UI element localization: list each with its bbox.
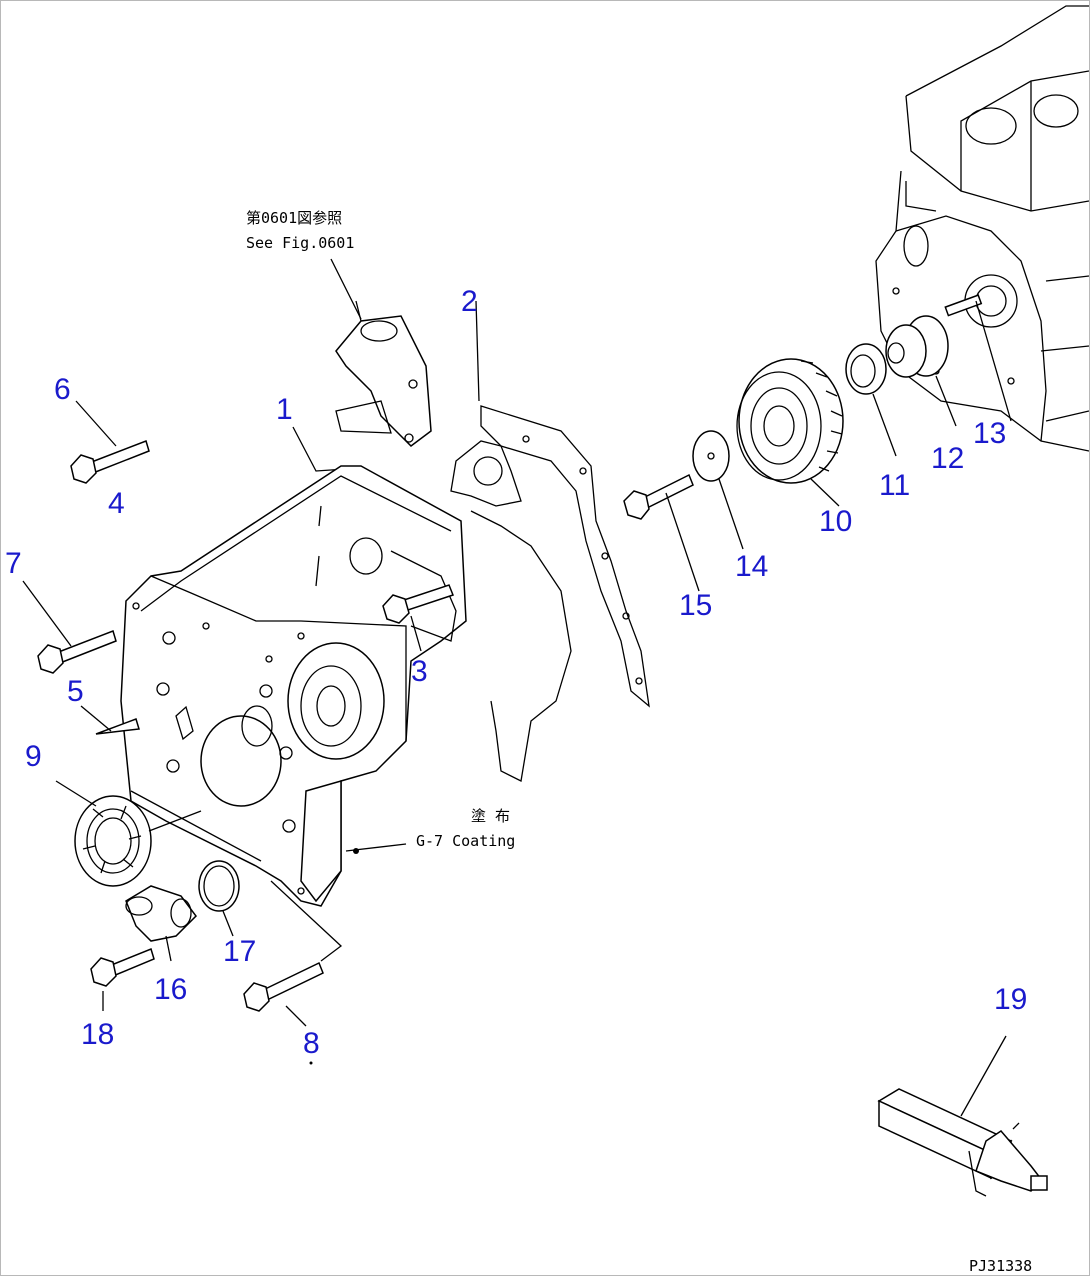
reference-note-jp: 第0601図参照 (246, 209, 342, 227)
part-14-thrust-washer (692, 430, 744, 550)
callout-3[interactable]: 3 (411, 655, 428, 688)
drawing-id: PJ31338 (969, 1257, 1032, 1275)
callout-11[interactable]: 11 (879, 469, 910, 502)
callout-1[interactable]: 1 (276, 393, 293, 426)
callout-18[interactable]: 18 (81, 1018, 114, 1051)
part-10-idler-gear (736, 358, 844, 507)
part-1-bracket (292, 300, 432, 472)
part-8-bolt (243, 880, 343, 1065)
part-5-dowel-pin (80, 705, 140, 735)
callout-4[interactable]: 4 (108, 487, 125, 520)
part-3-bolt (382, 584, 454, 652)
part-4-gear-case (120, 465, 467, 907)
part-15-bolt (623, 473, 700, 592)
part-2-gasket (450, 300, 650, 782)
callout-7[interactable]: 7 (5, 547, 22, 580)
part-16-elbow (125, 885, 197, 962)
callout-8[interactable]: 8 (303, 1027, 320, 1060)
part-7-bolt (22, 580, 117, 674)
reference-note-en: See Fig.0601 (246, 234, 354, 252)
part-6-bolt (70, 400, 150, 484)
callout-6[interactable]: 6 (54, 373, 71, 406)
reference-leader (330, 258, 362, 320)
callout-17[interactable]: 17 (223, 935, 256, 968)
part-13-dowel-pin (944, 294, 1012, 422)
callout-14[interactable]: 14 (735, 550, 768, 583)
coating-note-en: G-7 Coating (416, 832, 515, 850)
callout-12[interactable]: 12 (931, 442, 964, 475)
callout-16[interactable]: 16 (154, 973, 187, 1006)
part-17-o-ring (198, 860, 240, 937)
callout-10[interactable]: 10 (819, 505, 852, 538)
part-11-bushing (845, 343, 897, 457)
part-12-shaft-hub (885, 315, 957, 427)
engine-block (875, 5, 1089, 452)
coating-note-jp: 塗 布 (471, 807, 510, 825)
callout-5[interactable]: 5 (67, 675, 84, 708)
callout-19[interactable]: 19 (994, 983, 1027, 1016)
callout-9[interactable]: 9 (25, 740, 42, 773)
callout-13[interactable]: 13 (973, 417, 1006, 450)
part-9-oil-seal (55, 780, 202, 887)
callout-15[interactable]: 15 (679, 589, 712, 622)
callout-2[interactable]: 2 (461, 285, 478, 318)
part-19-tool (877, 1035, 1048, 1197)
coating-marker (353, 848, 359, 854)
part-18-bolt (90, 947, 155, 1011)
